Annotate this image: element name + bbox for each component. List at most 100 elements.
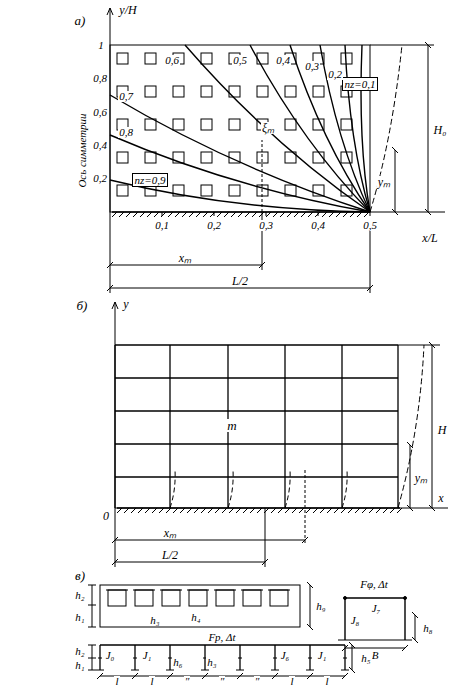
- drawing-line: [243, 590, 261, 606]
- drawing-line: [117, 53, 352, 196]
- dimension-label: yₘ: [377, 176, 391, 188]
- dimension-label: 0,8: [92, 73, 108, 84]
- drawing-line: [257, 508, 262, 513]
- drawing-line: [327, 508, 332, 513]
- drawing-line: [96, 670, 104, 671]
- drawing-line: [88, 585, 415, 679]
- drawing-line: [115, 345, 398, 508]
- drawing-line: [97, 673, 103, 679]
- drawing-line: [216, 590, 234, 606]
- drawing-line: [88, 627, 96, 628]
- drawing-line: [376, 508, 381, 513]
- drawing-line: [222, 508, 227, 513]
- dimension-label: J₇: [371, 603, 382, 614]
- drawing-line: [133, 212, 138, 217]
- drawing-line: [390, 508, 395, 513]
- drawing-line: [175, 212, 180, 217]
- drawing-line: [341, 345, 342, 508]
- drawing-line: [410, 445, 411, 508]
- drawing-line: [307, 673, 313, 679]
- dimension-label: y/H: [118, 4, 137, 16]
- drawing-line: [404, 597, 407, 600]
- drawing-line: [229, 119, 240, 130]
- drawing-line: [100, 585, 300, 627]
- drawing-line: [131, 670, 139, 671]
- drawing-line: [284, 345, 285, 508]
- dimension-label: l: [324, 676, 329, 687]
- drawing-line: [342, 470, 347, 508]
- drawing-line: [334, 508, 339, 513]
- drawing-line: [106, 590, 128, 591]
- drawing-line: [117, 53, 128, 64]
- drawing-line: [138, 508, 143, 513]
- drawing-line: [341, 508, 346, 513]
- dimension-label: Ось симметрии: [77, 112, 88, 188]
- drawing-line: [152, 508, 157, 513]
- drawing-line: [308, 212, 313, 217]
- dimension-label: 0,6: [92, 107, 108, 118]
- drawing-line: [145, 53, 156, 64]
- dimension-label: h₈: [422, 623, 433, 634]
- drawing-line: [345, 648, 405, 649]
- drawing-line: [290, 45, 370, 212]
- drawing-line: [273, 212, 278, 217]
- drawing-line: [238, 212, 243, 217]
- drawing-line: [310, 585, 311, 627]
- drawing-line: [115, 508, 116, 567]
- dimension-label: 0,2: [327, 69, 343, 80]
- dimension-label: h₂: [74, 590, 85, 601]
- drawing-line: [154, 212, 159, 217]
- drawing-line: [92, 585, 93, 627]
- drawing-line: [278, 508, 283, 513]
- drawing-line: [224, 212, 229, 217]
- drawing-line: [259, 212, 264, 217]
- drawing-line: [215, 508, 220, 513]
- dimension-label: x/L: [421, 232, 438, 244]
- drawing-line: [285, 508, 290, 513]
- drawing-line: [117, 508, 122, 513]
- drawing-line: [180, 508, 185, 513]
- drawing-line: [398, 345, 440, 346]
- drawing-line: [397, 508, 402, 513]
- dimension-label: ″: [219, 676, 226, 687]
- drawing-line: [229, 185, 240, 196]
- dimension-label: h₁: [74, 660, 85, 671]
- drawing-line: [115, 410, 398, 411]
- drawing-line: [236, 508, 241, 513]
- dimension-label: H₀: [433, 124, 448, 136]
- dimension-label: J₁: [142, 650, 153, 661]
- dimension-label: m: [226, 419, 237, 432]
- dimension-label: ″: [254, 676, 261, 687]
- drawing-line: [370, 230, 371, 293]
- drawing-line: [350, 212, 355, 217]
- dimension-label: h₅: [360, 653, 371, 664]
- drawing-line: [131, 508, 136, 513]
- drawing-line: [147, 212, 152, 217]
- drawing-line: [370, 212, 445, 213]
- dimension-label: J₆: [280, 650, 291, 661]
- drawing-line: [110, 45, 370, 212]
- drawing-line: [112, 212, 370, 217]
- drawing-line: [114, 345, 115, 508]
- dimension-label: 0,2: [206, 220, 222, 231]
- drawing-line: [115, 508, 448, 509]
- dimension-label: yₘ: [414, 472, 428, 484]
- drawing-line: [299, 508, 304, 513]
- drawing-line: [185, 45, 370, 212]
- drawing-line: [250, 508, 255, 513]
- dimension-label: h₆: [172, 657, 183, 668]
- drawing-line: [243, 508, 248, 513]
- dimension-label: J₈: [350, 615, 361, 626]
- dimension-label: в): [74, 569, 86, 582]
- drawing-line: [432, 345, 433, 508]
- drawing-line: [238, 658, 242, 659]
- drawing-line: [270, 590, 288, 606]
- drawing-line: [145, 86, 156, 97]
- drawing-line: [115, 302, 448, 567]
- drawing-line: [341, 119, 352, 130]
- drawing-line: [117, 507, 400, 508]
- drawing-line: [173, 86, 184, 97]
- drawing-line: [117, 185, 128, 196]
- dimension-label: l: [149, 676, 154, 687]
- drawing-line: [208, 508, 213, 513]
